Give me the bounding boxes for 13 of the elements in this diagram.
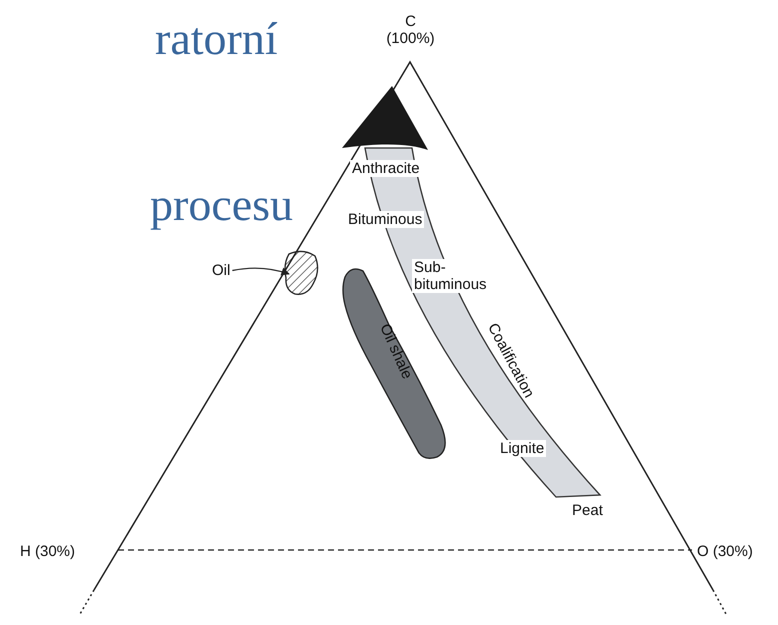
hatched-region xyxy=(283,250,319,298)
vertex-label: C (100%) xyxy=(385,13,436,47)
leader-line xyxy=(232,268,290,276)
title-text: procesu xyxy=(150,180,294,230)
title-text: ratorní xyxy=(155,14,278,64)
vertex-label: H (30%) xyxy=(20,543,76,560)
rank-label: Bituminous xyxy=(346,211,424,228)
oil-label: Oil xyxy=(212,262,230,279)
rank-label: Lignite xyxy=(498,440,546,457)
vertex-label: O (30%) xyxy=(697,543,753,560)
region-label: Oil shale xyxy=(375,320,417,384)
rank-label: Anthracite xyxy=(350,160,422,177)
rank-label: Peat xyxy=(572,502,603,519)
